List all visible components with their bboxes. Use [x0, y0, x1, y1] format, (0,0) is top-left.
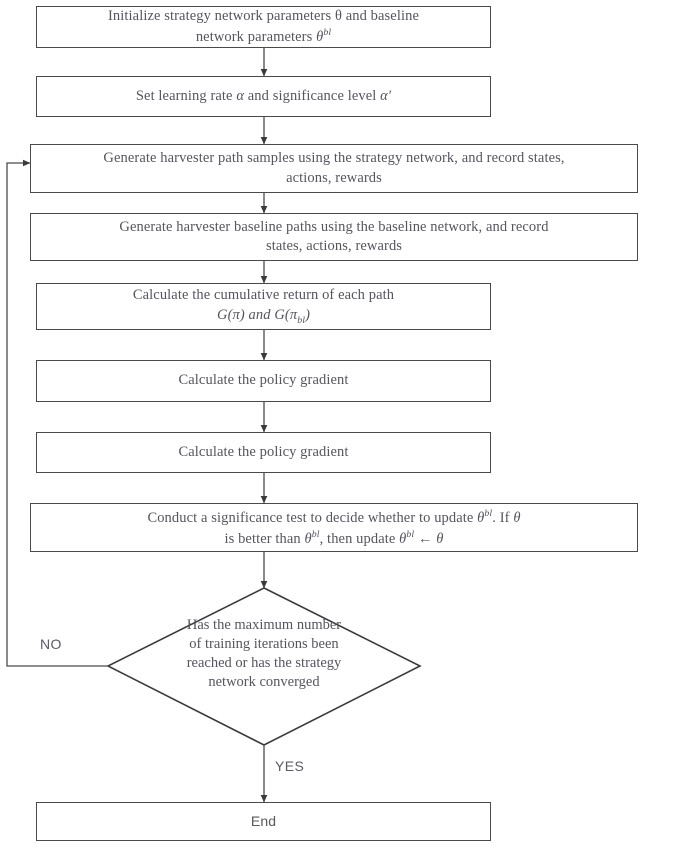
- edge-label-no: NO: [40, 636, 62, 652]
- alpha-prime-symbol: α′: [380, 87, 392, 104]
- decision-line1: Has the maximum number: [186, 617, 342, 633]
- node-initialize-line1: Initialize strategy network parameters θ…: [108, 7, 419, 24]
- sig-theta-2: θ: [513, 509, 521, 526]
- node-path-samples-line2: actions, rewards: [286, 169, 382, 186]
- theta-superscript-bl: bl: [323, 27, 332, 39]
- node-policy-gradient-2-label: Calculate the policy gradient: [178, 443, 349, 460]
- sig-theta-4: θ: [399, 530, 407, 547]
- node-path-samples-line1: Generate harvester path samples using th…: [103, 150, 565, 167]
- node-initialize-line2-prefix: network parameters: [195, 28, 317, 45]
- node-policy-gradient-2[interactable]: Calculate the policy gradient: [36, 432, 491, 473]
- set-rates-prefix: Set learning rate: [135, 87, 237, 104]
- alpha-symbol: α: [236, 87, 245, 104]
- node-significance-test[interactable]: Conduct a significance test to decide wh…: [30, 503, 638, 552]
- node-significance-line1: Conduct a significance test to decide wh…: [39, 507, 629, 528]
- decision-line2: of training iterations been: [189, 635, 339, 652]
- sig-line2-b: , then update: [319, 530, 400, 547]
- node-generate-baseline-paths[interactable]: Generate harvester baseline paths using …: [30, 213, 638, 261]
- node-generate-path-samples[interactable]: Generate harvester path samples using th…: [30, 144, 638, 193]
- node-cumulative-return[interactable]: Calculate the cumulative return of each …: [36, 283, 491, 330]
- sig-line1-b: . If: [492, 509, 514, 526]
- node-decision-text[interactable]: Has the maximum number of training itera…: [128, 616, 400, 691]
- node-end[interactable]: End: [36, 802, 491, 841]
- sig-sup-2: bl: [311, 528, 320, 540]
- decision-line4: network converged: [208, 673, 320, 690]
- node-cumulative-return-line1: Calculate the cumulative return of each …: [132, 287, 395, 304]
- sig-theta-5: θ: [436, 530, 444, 547]
- sig-line2-a: is better than: [224, 530, 305, 547]
- node-end-label: End: [250, 813, 277, 830]
- node-baseline-paths-line2: states, actions, rewards: [265, 238, 403, 254]
- sig-theta-3: θ: [304, 530, 312, 547]
- theta-symbol: θ: [316, 28, 324, 45]
- sig-sup-1: bl: [484, 507, 493, 519]
- decision-line3: reached or has the strategy: [186, 654, 342, 671]
- sig-line1-a: Conduct a significance test to decide wh…: [147, 509, 478, 526]
- sig-sup-3: bl: [406, 528, 415, 540]
- node-set-rates-line1: Set learning rate α and significance lev…: [45, 87, 482, 106]
- node-significance-line2: is better than θbl, then update θbl ← θ: [39, 528, 629, 549]
- node-cumulative-return-formula: G(π) and G(πbl): [217, 306, 310, 326]
- node-initialize-parameters[interactable]: Initialize strategy network parameters θ…: [36, 6, 491, 48]
- sig-arrow: ←: [414, 530, 437, 547]
- sig-theta-1: θ: [477, 509, 485, 526]
- node-set-learning-rate[interactable]: Set learning rate α and significance lev…: [36, 76, 491, 117]
- node-initialize-line2: network parameters θbl: [45, 26, 482, 47]
- set-rates-mid: and significance level: [244, 87, 381, 104]
- node-policy-gradient-1[interactable]: Calculate the policy gradient: [36, 360, 491, 402]
- node-policy-gradient-1-label: Calculate the policy gradient: [178, 372, 349, 389]
- node-baseline-paths-line1: Generate harvester baseline paths using …: [119, 218, 549, 235]
- edge-label-yes: YES: [275, 758, 305, 774]
